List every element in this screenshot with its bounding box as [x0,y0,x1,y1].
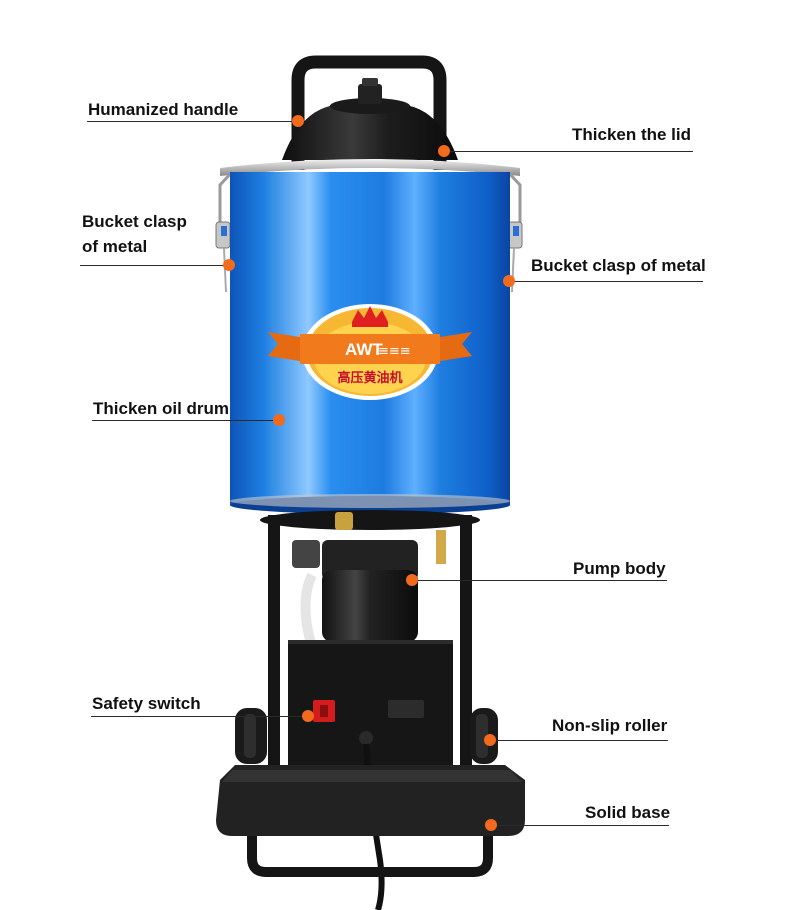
callout-roller-text: Non-slip roller [552,716,668,735]
base [216,765,525,877]
leader-clasp-left [80,265,230,266]
callout-clasp-right: Bucket clasp of metal [531,254,706,279]
marker-dot-pump [406,574,418,586]
callout-lid: Thicken the lid [572,123,691,148]
leader-switch [91,716,309,717]
leader-lid [448,151,693,152]
callout-base-text: Solid base [585,803,671,822]
callout-switch: Safety switch [92,692,201,717]
marker-dot-handle [292,115,304,127]
clasp-right [506,170,523,293]
marker-dot-lid [438,145,450,157]
callout-clasp-right-text: Bucket clasp of metal [531,256,706,275]
lid [220,78,520,176]
callout-switch-text: Safety switch [92,694,201,713]
callout-clasp-left-line2: of metal [82,236,148,256]
brand-logo: AWT ≡≡≡ 高压黄油机 [268,304,472,400]
handle [291,55,447,170]
marker-dot-base [485,819,497,831]
clasp-left [215,170,234,293]
callout-drum-text: Thicken oil drum [93,399,230,418]
callout-drum: Thicken oil drum [93,397,229,422]
marker-dot-roller [484,734,496,746]
logo-brand-glyphs: ≡≡≡ [378,344,411,359]
callout-clasp-left-line1: Bucket clasp [82,212,187,231]
leader-drum [92,420,278,421]
callout-clasp-left: Bucket clasp of metal [82,210,187,259]
leader-clasp-right [510,281,703,282]
callout-handle-text: Humanized handle [88,100,239,119]
callout-lid-text: Thicken the lid [572,125,692,144]
marker-dot-switch [302,710,314,722]
leader-roller [490,740,668,741]
logo-subtitle: 高压黄油机 [337,370,402,386]
leader-base [491,825,669,826]
marker-dot-drum [273,414,285,426]
callout-roller: Non-slip roller [552,714,667,739]
roller-wheels [235,708,498,764]
callout-handle: Humanized handle [88,98,238,123]
callout-pump-text: Pump body [573,559,666,578]
frame [260,510,480,770]
marker-dot-clasp-left [223,259,235,271]
callout-base: Solid base [585,801,670,826]
marker-dot-clasp-right [503,275,515,287]
leader-handle [87,121,297,122]
leader-pump [412,580,667,581]
logo-brand-text: AWT [345,340,383,359]
callout-pump: Pump body [573,557,666,582]
